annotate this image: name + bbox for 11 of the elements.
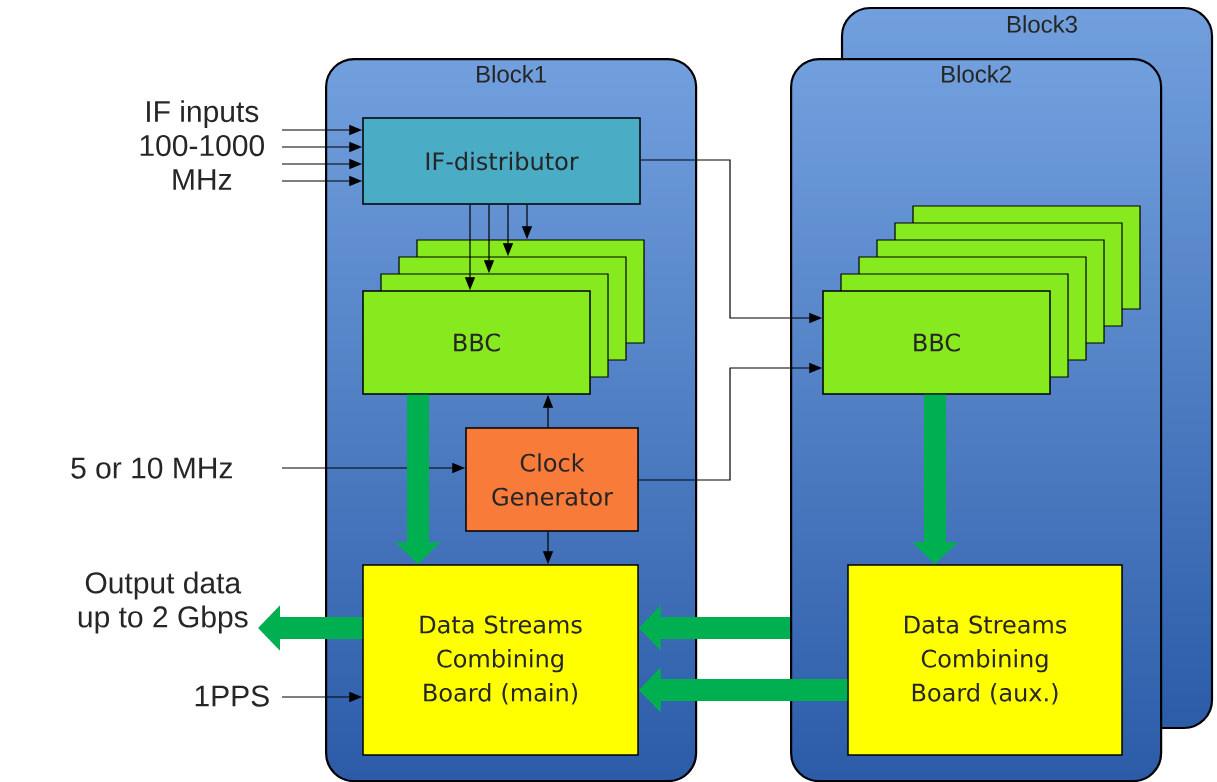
process-box: BBC xyxy=(822,290,1051,395)
process-box: Clock Generator xyxy=(465,427,639,532)
process-box: Data Streams Combining Board (aux.) xyxy=(847,564,1123,756)
signal-label: IF inputs 100-1000 MHz xyxy=(140,100,264,190)
signal-label: 1PPS xyxy=(195,685,269,707)
process-box: IF-distributor xyxy=(362,117,641,205)
panel-title: Block3 xyxy=(1007,15,1077,33)
signal-label: Output data up to 2 Gbps xyxy=(78,571,248,634)
signal-label: 5 or 10 MHz xyxy=(71,457,232,479)
process-box: Data Streams Combining Board (main) xyxy=(362,564,639,756)
process-box: BBC xyxy=(362,290,591,395)
